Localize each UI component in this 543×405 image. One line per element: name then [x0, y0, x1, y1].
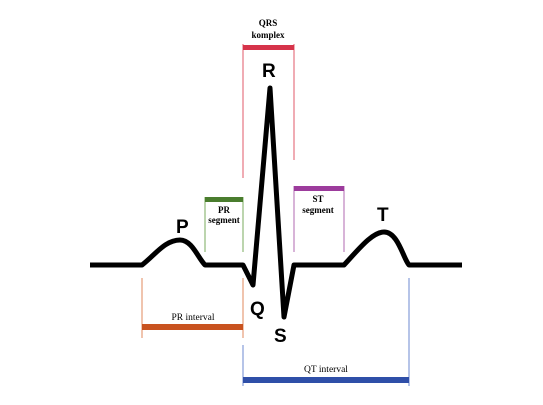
pr-segment-label-line2: segment [208, 215, 240, 225]
pr-interval-label: PR interval [171, 313, 214, 323]
ecg-trace [90, 85, 462, 320]
s-wave-label: S [274, 326, 287, 347]
st-segment-bar [294, 186, 344, 191]
pr-segment-bar [205, 197, 243, 202]
qt-interval-bar [243, 377, 409, 383]
t-wave-label: T [377, 205, 389, 226]
qrs-complex-bar [243, 45, 294, 50]
r-wave-label: R [262, 61, 276, 82]
q-wave-label: Q [250, 299, 265, 320]
st-segment-label-line1: ST [312, 194, 323, 204]
p-wave-label: P [176, 217, 189, 238]
pr-segment-label-line1: PR [218, 205, 230, 215]
qt-interval-label: QT interval [304, 365, 348, 375]
qrs-label-line1: QRS [259, 18, 278, 28]
st-segment-label-line2: segment [302, 205, 334, 215]
pr-interval-bar [142, 324, 243, 330]
qrs-label-line2: komplex [251, 30, 285, 40]
